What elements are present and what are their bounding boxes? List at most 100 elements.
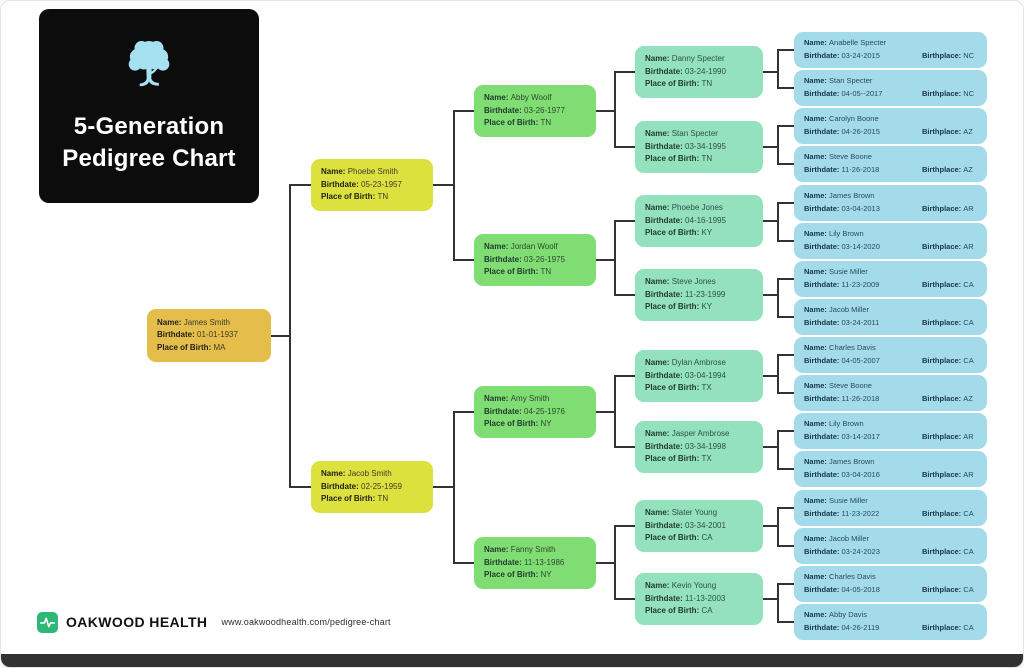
field-value: Danny Specter (671, 54, 725, 64)
field-value: NY (540, 419, 552, 429)
field-label: Name: (645, 358, 670, 368)
field-label: Birthdate: (484, 406, 522, 416)
field-label: Name: (484, 545, 509, 555)
name-row: Name: Susie Miller (804, 495, 977, 508)
field-value: 01-01-1937 (197, 330, 238, 340)
field-value: AR (963, 242, 974, 251)
birthplace-row: Place of Birth: MA (157, 342, 261, 354)
field-label: Birthdate: (645, 593, 683, 603)
field-label: Birthdate: (321, 481, 359, 491)
connector-horizontal-line (778, 430, 794, 432)
birthdate-row: Birthdate: 03-26-1977 (484, 105, 586, 117)
footer-url: www.oakwoodhealth.com/pedigree-chart (221, 617, 391, 627)
birthdate-cell: Birthdate: 03-24-2015 (804, 50, 922, 63)
connector-horizontal-line (778, 545, 794, 547)
field-value: James Brown (829, 457, 875, 467)
field-value: NC (963, 51, 975, 60)
field-label: Birthdate: (804, 356, 840, 365)
connector-horizontal-line (778, 87, 794, 89)
connector-horizontal-line (615, 598, 635, 600)
connector-vertical-line (289, 184, 291, 488)
field-label: Birthdate: (645, 141, 683, 151)
field-label: Birthdate: (804, 127, 840, 136)
birthplace-cell: Birthplace: NC (922, 50, 974, 63)
field-label: Birthdate: (804, 623, 840, 632)
connector-horizontal-line (778, 316, 794, 318)
field-value: KY (701, 228, 713, 238)
field-label: Name: (157, 317, 182, 327)
field-value: 03-24-2011 (841, 318, 880, 327)
field-label: Place of Birth: (484, 267, 539, 277)
birthdate-cell: Birthdate: 03-24-2011 (804, 317, 922, 330)
tree-icon (128, 41, 170, 87)
oakwood-health-logo (37, 611, 58, 633)
connector-vertical-line (777, 354, 779, 394)
birthplace-row: Place of Birth: TN (645, 78, 753, 90)
connector-horizontal-line (271, 334, 290, 337)
field-value: 03-04-2016 (841, 470, 880, 479)
field-value: AZ (963, 394, 973, 403)
birthplace-cell: Birthplace: AZ (922, 393, 973, 406)
field-label: Place of Birth: (484, 419, 539, 429)
birthdate-row: Birthdate: 02-25-1959 (321, 481, 423, 493)
field-label: Name: (484, 93, 509, 103)
field-value: NY (540, 570, 552, 580)
name-row: Name: Dylan Ambrose (645, 357, 753, 369)
name-row: Name: Susie Miller (804, 266, 977, 279)
field-value: Abby Woolf (510, 93, 552, 103)
birthdate-row: Birthdate: 04-25-1976 (484, 406, 586, 418)
field-value: Fanny Smith (510, 545, 556, 555)
birthdate-cell: Birthdate: 04-05--2017 (804, 88, 922, 101)
birthdate-cell: Birthdate: 11-23-2022 (804, 508, 922, 521)
birthplace-cell: Birthplace: CA (922, 279, 974, 292)
field-label: Birthdate: (645, 520, 683, 530)
field-value: Lily Brown (829, 229, 864, 239)
birthdate-row: Birthdate: 05-23-1957 (321, 179, 423, 191)
field-value: KY (701, 302, 713, 312)
name-row: Name: Abby Woolf (484, 92, 586, 104)
field-label: Birthdate: (804, 318, 840, 327)
field-label: Name: (484, 242, 509, 252)
field-value: Amy Smith (510, 394, 550, 404)
field-label: Name: (321, 469, 346, 479)
birthplace-cell: Birthplace: CA (922, 622, 974, 635)
field-value: Lily Brown (829, 419, 864, 429)
field-label: Birthdate: (804, 51, 840, 60)
field-label: Birthdate: (645, 370, 683, 380)
field-label: Birthplace: (922, 204, 962, 213)
name-row: Name: Slater Young (645, 507, 753, 519)
connector-horizontal-line (290, 486, 311, 488)
field-value: TN (377, 494, 389, 504)
field-label: Place of Birth: (645, 533, 700, 543)
connector-horizontal-line (596, 110, 615, 112)
field-value: 11-13-2003 (685, 593, 726, 603)
birthdate-cell: Birthdate: 04-05-2007 (804, 355, 922, 368)
field-value: TN (377, 192, 389, 202)
connector-horizontal-line (763, 446, 778, 448)
field-label: Name: (804, 38, 827, 48)
field-label: Birthplace: (922, 394, 962, 403)
field-label: Place of Birth: (645, 302, 700, 312)
name-row: Name: Steve Jones (645, 276, 753, 288)
connector-horizontal-line (454, 562, 474, 564)
field-value: 02-25-1959 (361, 481, 402, 491)
field-value: NC (963, 89, 975, 98)
name-row: Name: Carolyn Boone (804, 113, 977, 126)
connector-horizontal-line (615, 146, 635, 148)
field-label: Birthdate: (804, 89, 840, 98)
connector-vertical-line (777, 49, 779, 89)
name-row: Name: Jacob Miller (804, 304, 977, 317)
